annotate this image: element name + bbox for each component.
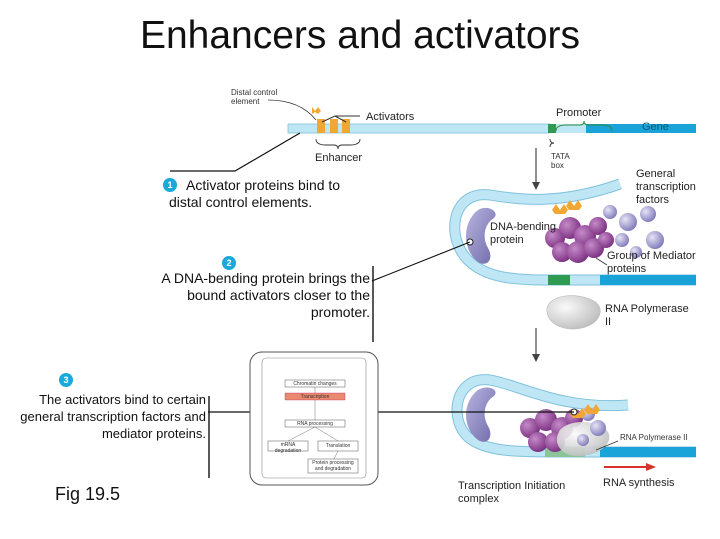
inset-box-5: Translation <box>325 443 351 449</box>
enhancer-brace <box>315 138 361 150</box>
tata-box-label: TATA box <box>551 152 570 170</box>
arrow-down-2-icon <box>532 328 540 362</box>
step-1-text: Activator proteins bind to distal contro… <box>169 177 341 210</box>
distal-control-leader <box>267 99 317 121</box>
distal-control-element-label: Distal control element <box>231 88 278 106</box>
rna-polymerase-label-middle: RNA Polymerase II <box>605 303 689 328</box>
step-2-text: A DNA-bending protein brings the bound a… <box>161 270 370 320</box>
tata-brace <box>549 138 555 148</box>
dna-bending-protein-bottom <box>466 387 496 442</box>
arrow-down-1-icon <box>532 148 540 190</box>
rna-synthesis-label: RNA synthesis <box>603 477 675 489</box>
step-3-badge: 3 <box>59 373 73 387</box>
step-1-badge: 1 <box>163 178 177 192</box>
rna-polymerase-middle <box>546 295 601 330</box>
figure-label: Fig 19.5 <box>55 484 121 504</box>
inset-box-1: Chromatin changes <box>293 381 337 387</box>
general-transcription-factors-label: General transcription factors <box>636 168 696 206</box>
activators-leader <box>321 115 360 123</box>
inset-box-3: RNA processing <box>297 421 333 427</box>
gene-label: Gene <box>642 121 669 133</box>
mediator-cluster-middle <box>545 217 614 263</box>
top-activators <box>312 107 350 133</box>
rna-synthesis-arrow-icon <box>604 463 656 471</box>
middle-dna-loop <box>449 178 696 286</box>
inset-box-2: Transcription <box>300 394 330 400</box>
dna-bending-protein-middle <box>466 207 496 264</box>
initiation-complex-label: Transcription Initiation complex <box>458 480 566 505</box>
page-title: Enhancers and activators <box>139 14 581 57</box>
step-2-badge: 2 <box>222 256 236 270</box>
inset-box-4: mRNA degradation <box>274 442 302 454</box>
activators-middle <box>552 200 582 214</box>
step2-connector <box>371 241 471 282</box>
step1-connector <box>170 132 301 172</box>
top-dna-strand <box>287 123 696 134</box>
gtf-cluster-middle <box>603 205 664 258</box>
enhancer-label: Enhancer <box>315 152 363 164</box>
promoter-label: Promoter <box>556 107 602 119</box>
mediator-proteins-label: Group of Mediator proteins <box>607 250 696 275</box>
promoter-brace <box>555 120 613 132</box>
step-3-text: The activators bind to certain general t… <box>20 392 206 441</box>
inset-flowchart <box>249 351 379 486</box>
mediator-leader <box>595 257 608 266</box>
activators-label: Activators <box>366 111 415 123</box>
inset-box-6: Protein processing and degradation <box>312 460 354 472</box>
dna-bending-protein-label: DNA-bending protein <box>490 221 557 246</box>
polymerase-leader <box>595 440 619 451</box>
rna-polymerase-label-bottom: RNA Polymerase II <box>620 433 688 442</box>
